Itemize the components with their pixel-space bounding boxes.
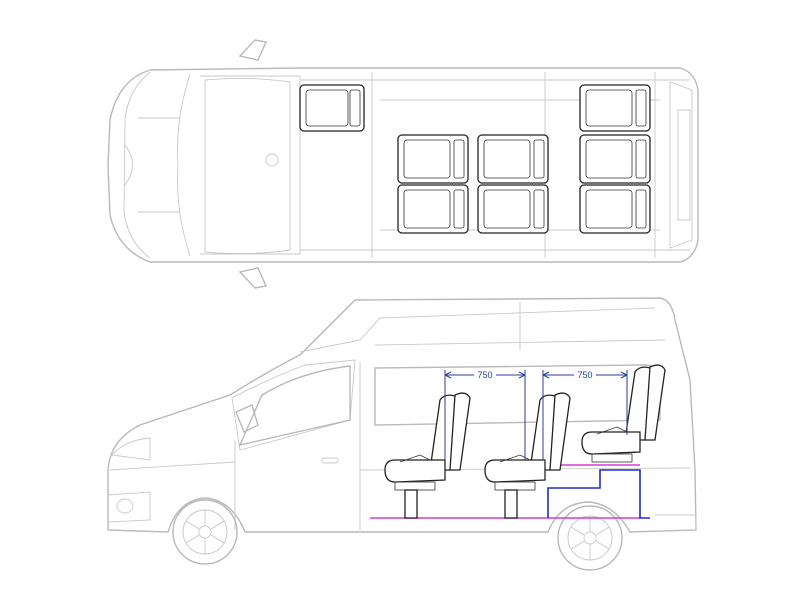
front-wheel bbox=[172, 499, 238, 565]
side-seat-row4 bbox=[581, 364, 666, 463]
seat-row3-left bbox=[477, 134, 549, 184]
side-seat-row3 bbox=[484, 392, 571, 519]
top-view-windshield bbox=[204, 77, 291, 255]
dimension-label-1: 750 bbox=[477, 370, 492, 380]
side-view-body-outline bbox=[107, 297, 697, 533]
seat-row3-right bbox=[477, 184, 549, 234]
seat-row2-right bbox=[397, 184, 469, 234]
side-view-front-window bbox=[238, 365, 351, 446]
seat-row4-2 bbox=[579, 134, 651, 184]
seat-driver bbox=[299, 84, 365, 132]
side-view-headlight bbox=[111, 437, 151, 461]
top-view-hood bbox=[123, 71, 151, 259]
floor-rail-blue bbox=[547, 469, 650, 519]
top-view-body-outline bbox=[107, 67, 699, 263]
side-view-mirror bbox=[235, 404, 259, 433]
side-view-door-handle bbox=[321, 457, 339, 464]
side-seat-row2 bbox=[384, 392, 471, 519]
side-view-high-roof bbox=[299, 307, 656, 353]
rear-wheel bbox=[557, 505, 623, 571]
dimension-row3-row4: 750 bbox=[542, 369, 628, 460]
dimension-row2-row3: 750 bbox=[444, 369, 526, 460]
top-view bbox=[107, 39, 699, 289]
top-view-rear-doors bbox=[669, 81, 693, 249]
top-view-mirror-left bbox=[238, 39, 268, 61]
side-view-passenger-window bbox=[374, 364, 661, 426]
side-view: 750 750 bbox=[107, 297, 697, 571]
dimension-label-2: 750 bbox=[577, 370, 592, 380]
seat-row4-3 bbox=[579, 184, 651, 234]
side-view-windshield bbox=[231, 359, 356, 451]
top-view-mirror-right bbox=[238, 267, 268, 289]
seat-row2-left bbox=[397, 134, 469, 184]
seat-row4-1 bbox=[579, 84, 651, 132]
